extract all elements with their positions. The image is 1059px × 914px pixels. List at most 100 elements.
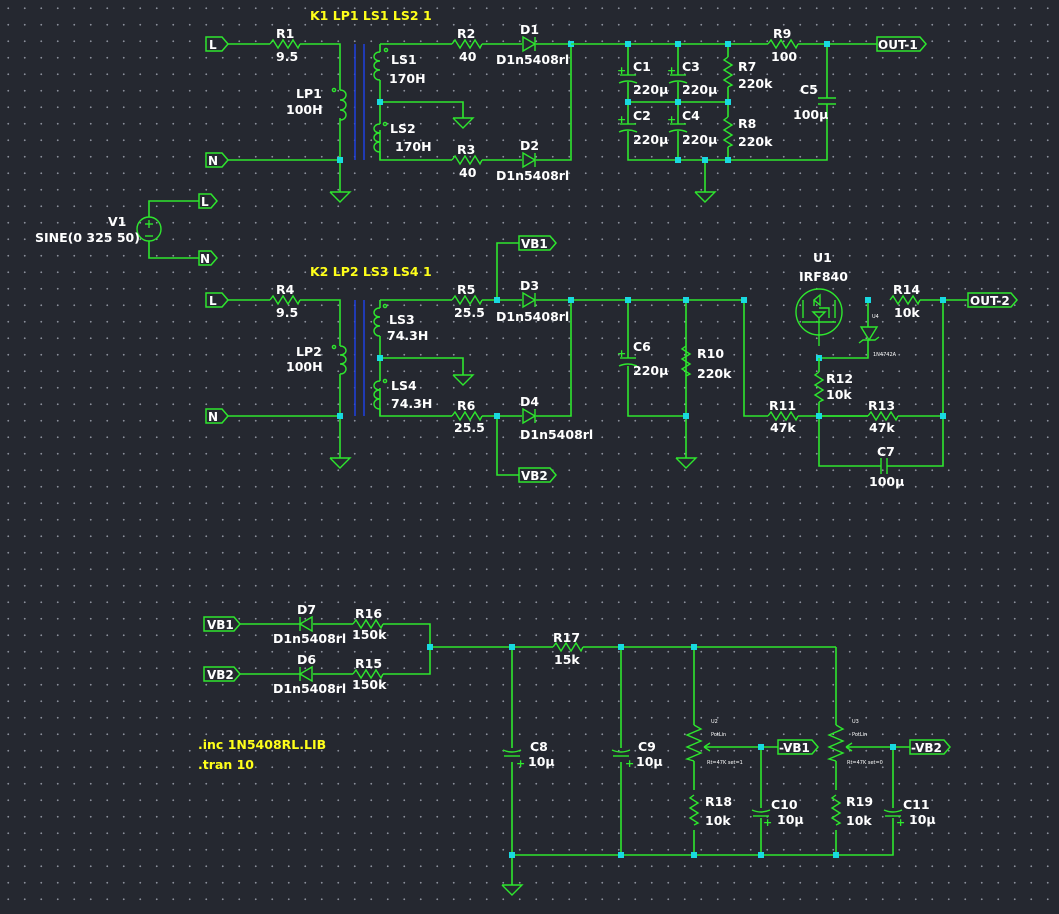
- port-label: VB2: [521, 469, 548, 483]
- capacitor-c1[interactable]: +: [617, 64, 638, 84]
- port-label: -VB1: [779, 741, 810, 755]
- d4-value: D1n5408rl: [520, 427, 593, 442]
- d1-value: D1n5408rl: [496, 52, 569, 67]
- c6-ref: C6: [633, 339, 651, 354]
- diode-d4[interactable]: [522, 407, 537, 425]
- r9-value: 100: [771, 49, 797, 64]
- capacitor-c8[interactable]: +: [502, 749, 525, 770]
- port-neg-vb2[interactable]: -VB2: [909, 739, 951, 755]
- r9-ref: R9: [773, 26, 791, 41]
- d7-value: D1n5408rl: [273, 631, 346, 646]
- capacitor-c10[interactable]: +: [751, 809, 772, 829]
- port-label: VB1: [207, 618, 234, 632]
- diode-d7[interactable]: [298, 615, 313, 633]
- ground-symbol: [452, 374, 474, 386]
- voltage-source-v1[interactable]: [136, 200, 199, 259]
- r19-ref: R19: [846, 794, 873, 809]
- c2-value: 220µ: [633, 132, 668, 147]
- r10-value: 220k: [697, 366, 732, 381]
- capacitor-c6[interactable]: +: [617, 347, 638, 367]
- resistor-r5[interactable]: [451, 295, 483, 305]
- resistor-r11[interactable]: [767, 411, 799, 421]
- include-directive[interactable]: .inc 1N5408RL.LIB: [198, 737, 326, 752]
- resistor-r7[interactable]: [723, 56, 733, 88]
- inductor-ls4[interactable]: [373, 378, 388, 416]
- d3-ref: D3: [520, 278, 539, 293]
- junction: [625, 99, 631, 105]
- port-vb2-in[interactable]: VB2: [203, 666, 241, 682]
- potentiometer-u2[interactable]: [684, 724, 711, 762]
- capacitor-c4[interactable]: +: [667, 113, 688, 133]
- port-n-source[interactable]: N: [198, 250, 218, 266]
- potentiometer-u3[interactable]: [826, 724, 853, 762]
- capacitor-c7[interactable]: [880, 458, 888, 474]
- r2-ref: R2: [457, 26, 475, 41]
- port-l-2[interactable]: L: [205, 292, 229, 308]
- capacitor-c2[interactable]: +: [617, 113, 638, 133]
- inductor-ls2[interactable]: [373, 121, 388, 160]
- r13-ref: R13: [868, 398, 895, 413]
- svg-text:+: +: [625, 757, 634, 770]
- junction: [337, 413, 343, 419]
- port-n-2[interactable]: N: [205, 408, 229, 424]
- diode-d2[interactable]: [522, 151, 537, 169]
- inductor-ls1[interactable]: [373, 47, 389, 81]
- u2-ref: U2: [711, 719, 718, 725]
- resistor-r14[interactable]: [889, 295, 921, 305]
- capacitor-c5[interactable]: [818, 97, 836, 105]
- port-vb1[interactable]: VB1: [518, 235, 557, 251]
- diode-d3[interactable]: [522, 291, 537, 309]
- u2-params: Rt=47K set=1: [707, 760, 743, 766]
- transient-directive[interactable]: .tran 10: [198, 757, 254, 772]
- port-label: L: [201, 195, 209, 209]
- port-out-1[interactable]: OUT-1: [876, 36, 927, 52]
- port-out-2[interactable]: OUT-2: [967, 292, 1018, 308]
- port-vb2[interactable]: VB2: [518, 467, 557, 483]
- diode-d6[interactable]: [298, 665, 313, 683]
- resistor-r13[interactable]: [867, 411, 899, 421]
- coupling-directive-k1[interactable]: K1 LP1 LS1 LS2 1: [310, 8, 432, 23]
- capacitor-c3[interactable]: +: [667, 64, 688, 84]
- resistor-r12[interactable]: [814, 371, 824, 403]
- c4-value: 220µ: [682, 132, 717, 147]
- lp1-value: 100H: [286, 102, 323, 117]
- inductor-ls3[interactable]: [373, 303, 388, 337]
- resistor-r2[interactable]: [451, 39, 483, 49]
- junction: [509, 644, 515, 650]
- zener-u4[interactable]: [819, 300, 880, 359]
- resistor-r8[interactable]: [723, 116, 733, 148]
- diode-d1[interactable]: [522, 35, 537, 53]
- ground-symbol: [501, 884, 523, 896]
- r15-ref: R15: [355, 656, 382, 671]
- r7-value: 220k: [738, 76, 773, 91]
- port-l-1[interactable]: L: [205, 36, 229, 52]
- resistor-r18[interactable]: [689, 794, 699, 826]
- r17-ref: R17: [553, 630, 580, 645]
- resistor-r4[interactable]: [269, 295, 301, 305]
- junction: [833, 852, 839, 858]
- port-n-1[interactable]: N: [205, 152, 229, 168]
- inductor-lp1[interactable]: [331, 87, 347, 121]
- resistor-r3[interactable]: [451, 155, 483, 165]
- resistor-r9[interactable]: [767, 39, 799, 49]
- c4-ref: C4: [682, 108, 700, 123]
- junction: [683, 297, 689, 303]
- port-l-source[interactable]: L: [198, 193, 218, 209]
- junction: [675, 99, 681, 105]
- ls4-ref: LS4: [391, 378, 417, 393]
- port-label: L: [209, 38, 217, 52]
- coupling-directive-k2[interactable]: K2 LP2 LS3 LS4 1: [310, 264, 432, 279]
- resistor-r1[interactable]: [269, 39, 301, 49]
- junction: [427, 644, 433, 650]
- mosfet-u1[interactable]: [795, 288, 843, 346]
- port-vb1-in[interactable]: VB1: [203, 616, 241, 632]
- capacitor-c9[interactable]: +: [611, 749, 634, 770]
- c9-value: 10µ: [636, 754, 663, 769]
- capacitor-c11[interactable]: +: [883, 809, 905, 829]
- port-neg-vb1[interactable]: -VB1: [777, 739, 819, 755]
- r12-value: 10k: [826, 387, 852, 402]
- resistor-r6[interactable]: [451, 411, 483, 421]
- inductor-lp2[interactable]: [331, 344, 347, 375]
- resistor-r19[interactable]: [831, 794, 841, 826]
